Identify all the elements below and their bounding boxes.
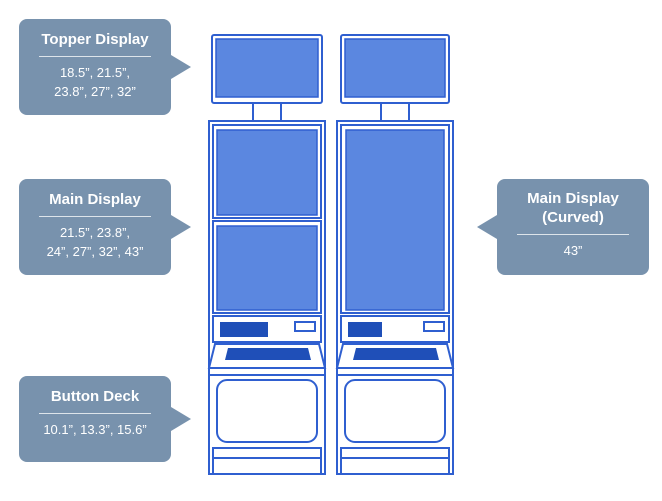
right-cabinet-body bbox=[336, 120, 454, 475]
left-cabinet-body bbox=[208, 120, 326, 475]
callout-sizes: 10.1”, 13.3”, 15.6” bbox=[43, 422, 147, 437]
cabinet-right bbox=[335, 34, 455, 475]
callout-divider bbox=[39, 216, 151, 217]
callout-pointer bbox=[477, 215, 497, 239]
callout-sizes: 18.5”, 21.5”, 23.8”, 27”, 32” bbox=[27, 63, 163, 101]
right-topper-neck bbox=[380, 102, 410, 122]
left-belly-panel bbox=[216, 379, 318, 443]
left-upper-screen bbox=[216, 129, 318, 216]
right-base-band bbox=[340, 447, 450, 459]
callout-sizes: 43” bbox=[563, 243, 583, 258]
callout-title-line: (Curved) bbox=[542, 209, 604, 226]
right-card-slot bbox=[423, 321, 445, 332]
callout-main-display: Main Display 21.5”, 23.8”, 24”, 27”, 32”… bbox=[19, 179, 191, 275]
right-control-panel bbox=[340, 315, 450, 343]
callout-divider bbox=[517, 234, 629, 235]
callout-title: Button Deck bbox=[50, 388, 140, 405]
left-lower-frame bbox=[212, 220, 322, 314]
left-topper-neck bbox=[252, 102, 282, 122]
right-bill-acceptor bbox=[348, 322, 382, 337]
right-deck-ledge bbox=[336, 367, 454, 376]
left-lower-screen bbox=[216, 225, 318, 311]
callout-title: Topper Display bbox=[41, 31, 149, 48]
callout-pointer bbox=[171, 55, 191, 79]
right-main-frame bbox=[340, 124, 450, 314]
callout-sizes: 21.5”, 23.8”, 24”, 27”, 32”, 43” bbox=[27, 223, 163, 261]
right-topper-screen bbox=[344, 38, 446, 98]
callout-pointer bbox=[171, 407, 191, 431]
left-topper-screen bbox=[215, 38, 319, 98]
left-deck-screen bbox=[225, 348, 311, 360]
callout-sizes-line: 21.5”, 23.8”, bbox=[59, 225, 131, 240]
left-card-slot bbox=[294, 321, 316, 332]
callout-divider bbox=[39, 413, 151, 414]
left-bill-acceptor bbox=[220, 322, 268, 337]
callout-title: Main Display (Curved) bbox=[505, 189, 641, 227]
left-control-panel bbox=[212, 315, 322, 343]
callout-title-line: Main Display bbox=[527, 190, 619, 207]
left-deck-ledge bbox=[208, 367, 326, 376]
right-belly-panel bbox=[344, 379, 446, 443]
callout-topper-display: Topper Display 18.5”, 21.5”, 23.8”, 27”,… bbox=[19, 19, 191, 115]
callout-title: Main Display bbox=[49, 191, 141, 208]
callout-divider bbox=[39, 56, 151, 57]
right-deck-screen bbox=[353, 348, 439, 360]
cabinet-left bbox=[207, 34, 327, 475]
callout-sizes-line: 23.8”, 27”, 32” bbox=[54, 84, 136, 99]
callout-sizes-line: 18.5”, 21.5”, bbox=[59, 65, 131, 80]
callout-sizes-line: 24”, 27”, 32”, 43” bbox=[46, 244, 144, 259]
callout-main-display-curved: Main Display (Curved) 43” bbox=[477, 179, 649, 275]
callout-pointer bbox=[171, 215, 191, 239]
right-main-screen bbox=[345, 129, 445, 311]
callout-button-deck: Button Deck 10.1”, 13.3”, 15.6” bbox=[19, 376, 191, 462]
left-upper-frame bbox=[212, 124, 322, 219]
left-base-band bbox=[212, 447, 322, 459]
